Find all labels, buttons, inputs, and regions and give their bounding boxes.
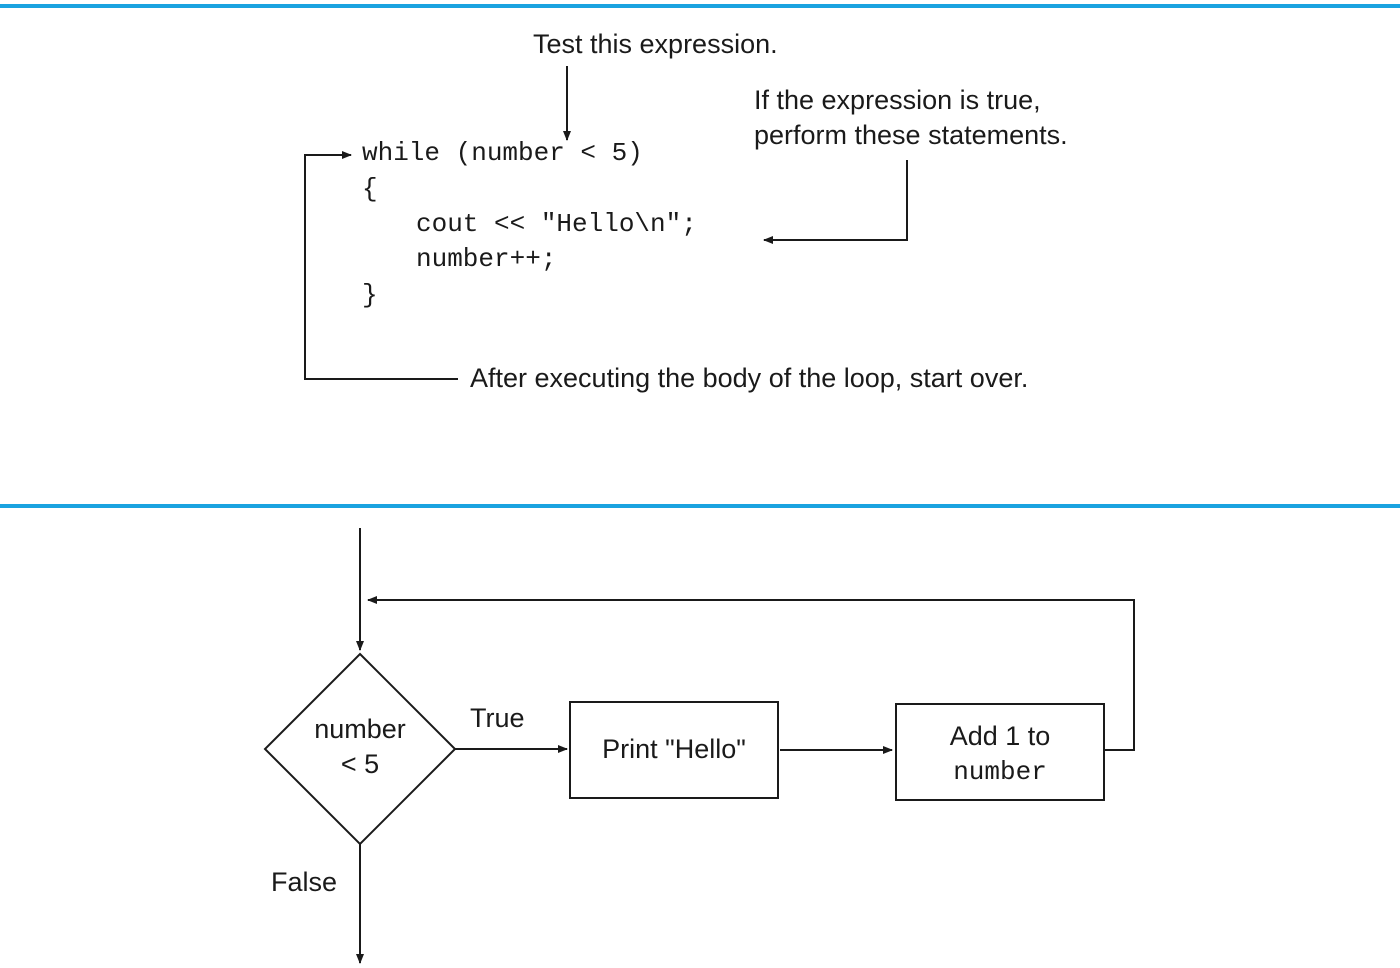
body-statements-arrow (763, 160, 908, 244)
test-expression-callout: Test this expression. (533, 29, 778, 59)
add-one-box (895, 703, 1105, 801)
top-divider (0, 4, 1400, 8)
add-one-label-line2: number (953, 757, 1047, 787)
start-over-callout: After executing the body of the loop, st… (470, 363, 1029, 393)
code-increment-line: number++; (416, 244, 557, 274)
false-branch-label: False (271, 867, 338, 897)
loop-back-arrow (367, 596, 1135, 751)
code-open-brace: { (362, 174, 378, 204)
code-close-brace: } (362, 280, 378, 310)
decision-label-line1: number (314, 714, 406, 744)
print-hello-label: Print "Hello" (602, 734, 746, 764)
decision-label-line2: < 5 (340, 749, 380, 779)
true-branch-label: True (470, 703, 525, 733)
print-hello-box (569, 701, 779, 799)
true-statements-callout-line2: perform these statements. (754, 120, 1068, 150)
code-cout-line: cout << "Hello\n"; (416, 209, 697, 239)
code-while-line: while (number < 5) (362, 138, 643, 168)
add-one-label-line1: Add 1 to (949, 721, 1051, 751)
true-statements-callout-line1: If the expression is true, (754, 85, 1041, 115)
middle-divider (0, 504, 1400, 508)
start-over-arrow (304, 151, 458, 380)
